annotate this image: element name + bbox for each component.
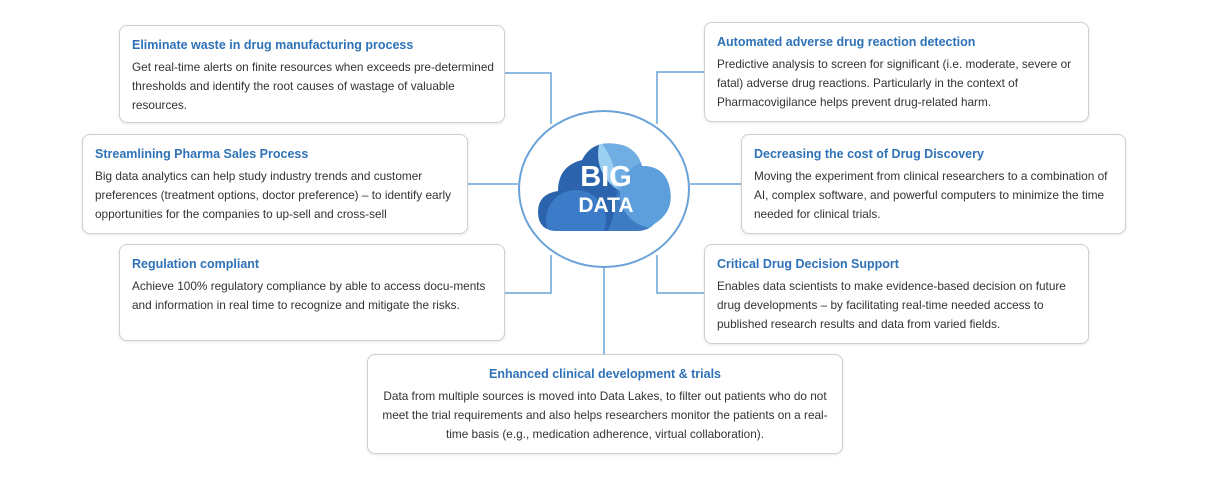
card-regulation-compliant: Regulation compliant Achieve 100% regula…	[119, 244, 505, 341]
connector-regulation	[505, 255, 552, 294]
card-title: Decreasing the cost of Drug Discovery	[754, 147, 984, 161]
connector-waste	[505, 72, 552, 124]
card-clinical-trials: Enhanced clinical development & trials D…	[367, 354, 843, 454]
card-text: Predictive analysis to screen for signif…	[717, 57, 1072, 109]
hub-label-data: DATA	[578, 194, 633, 217]
card-text: Achieve 100% regulatory compliance by ab…	[132, 279, 486, 312]
card-title: Automated adverse drug reaction detectio…	[717, 35, 976, 49]
card-text: Enables data scientists to make evidence…	[717, 279, 1066, 331]
card-streamlining-sales: Streamlining Pharma Sales Process Big da…	[82, 134, 468, 234]
connector-decision	[656, 255, 704, 294]
card-drug-discovery: Decreasing the cost of Drug Discovery Mo…	[741, 134, 1126, 234]
card-title: Streamlining Pharma Sales Process	[95, 147, 309, 161]
card-title: Regulation compliant	[132, 257, 260, 271]
card-text: Moving the experiment from clinical rese…	[754, 169, 1108, 221]
card-title: Eliminate waste in drug manufacturing pr…	[132, 38, 414, 52]
card-title: Critical Drug Decision Support	[717, 257, 899, 271]
hub-label-big: BIG	[580, 161, 632, 193]
card-adverse-reaction: Automated adverse drug reaction detectio…	[704, 22, 1089, 122]
big-data-cloud-icon: BIG DATA	[538, 143, 671, 231]
connector-adverse	[656, 71, 704, 124]
card-eliminate-waste: Eliminate waste in drug manufacturing pr…	[119, 25, 505, 123]
card-text: Get real-time alerts on finite resources…	[132, 60, 494, 112]
card-decision-support: Critical Drug Decision Support Enables d…	[704, 244, 1089, 344]
card-text: Data from multiple sources is moved into…	[382, 389, 828, 441]
card-text: Big data analytics can help study indust…	[95, 169, 452, 221]
card-title: Enhanced clinical development & trials	[488, 367, 721, 381]
